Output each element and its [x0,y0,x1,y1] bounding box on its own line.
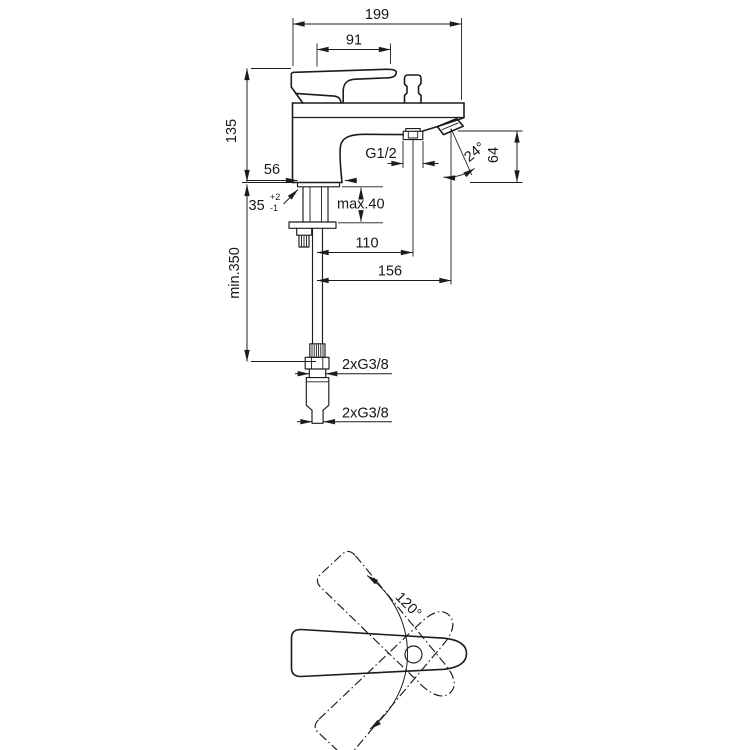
dim-arc-spout-angle [443,168,475,181]
dim-body-height-label: 135 [224,119,240,143]
dim-overall-width-label: 199 [365,7,389,23]
spout-tip [436,117,464,136]
base-flange-lip [296,181,341,188]
dim-handle-swing-angle-label: 120° [392,589,425,622]
supply-hose [311,227,324,345]
plan-view-handle-swing: 120° [290,550,468,750]
dim-spout-reach-label: 156 [378,264,402,280]
diverter-knob [403,74,422,104]
spout-tip-opening [441,122,459,131]
shower-outlet-opening [407,131,419,139]
mounting-shank [302,186,329,223]
hose-crimp-sleeve [309,343,326,358]
thread-shower-outlet-label: G1/2 [365,146,396,162]
dim-mounting-hole-tol-plus: +2 [270,192,280,202]
dim-spout-height-label: 64 [486,147,502,163]
dim-arc-handle-swing [366,575,409,730]
dim-mounting-hole-label: 35 [249,198,265,214]
dim-max-deck-thickness-label: max.40 [337,197,385,213]
dim-min-hose-length-label: min.350 [227,247,243,299]
washer-plate [288,221,337,229]
hose-tail-tube [311,409,324,424]
check-valve-body [305,377,330,411]
shower-outlet-block [402,130,424,141]
hose-stub [296,227,313,248]
dim-base-width-label: 56 [264,162,280,178]
dim-shower-outlet-offset-label: 110 [355,236,378,252]
dim-mounting-hole-tol-minus: -1 [270,203,278,213]
thread-hose-connection-upper-label: 2xG3/8 [342,357,389,373]
handle-rear-underside [294,92,342,104]
shower-outlet-lip [405,128,421,132]
spout-flow-direction-line [450,128,473,176]
hose-connection-nut [304,356,330,370]
dim-handle-projection-label: 91 [346,33,362,49]
handle-lever [290,68,398,104]
handle-plan-solid [290,628,468,678]
handle-left-chamfer [290,86,304,104]
spout-underside-curve [339,133,404,184]
leader-mounting-hole [283,189,299,205]
thread-hose-connection-lower-label: 2xG3/8 [342,406,389,422]
spout-underside-right [422,125,439,132]
handle-plan-rotated-up [316,550,455,697]
handle-pivot-circle [404,645,423,664]
hose-neck [308,368,327,379]
